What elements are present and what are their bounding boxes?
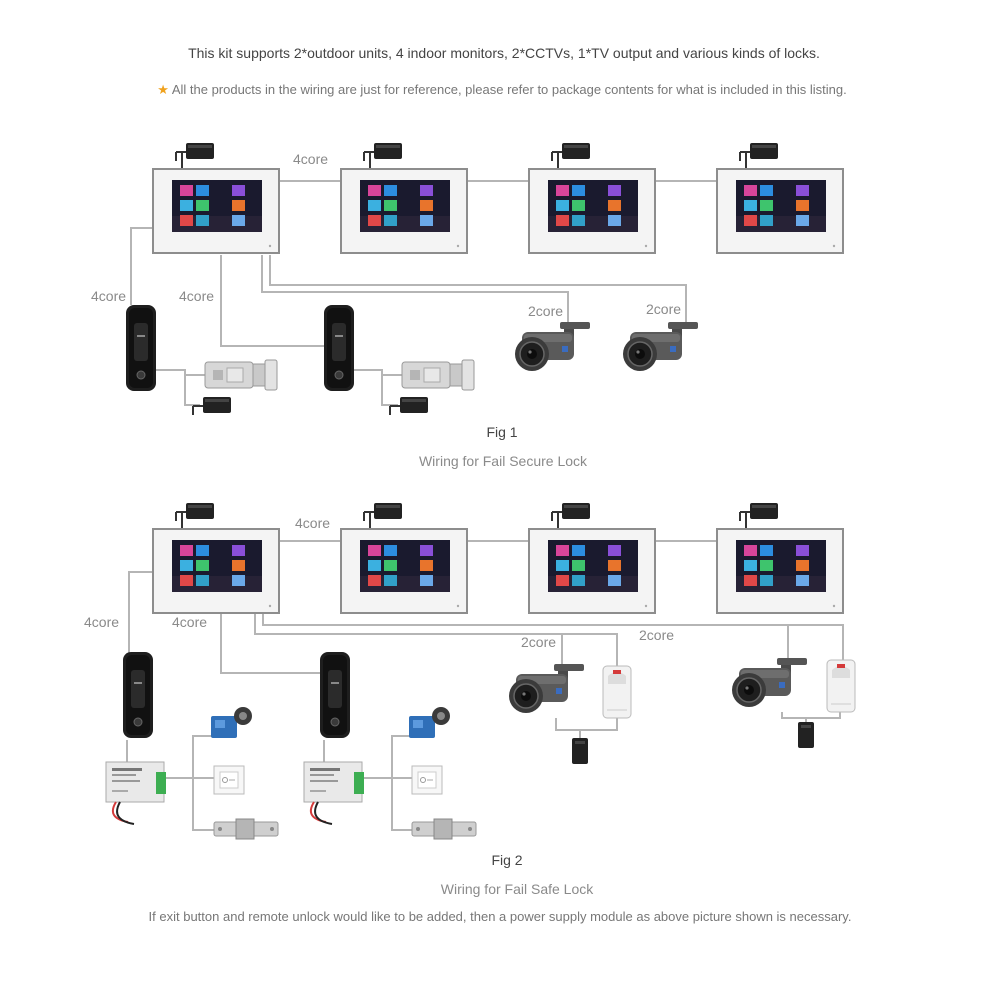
fig2-wire-camera-2 [262, 614, 844, 662]
fig2-outdoor-unit-2-door-station-icon [320, 652, 350, 738]
fig1-outdoor-unit-1-door-station-icon [126, 305, 156, 391]
fig2-camera-1-power-adapter-icon [572, 738, 588, 764]
fig1-lock-2-rim-lock-icon [401, 359, 475, 391]
reference-note-text: All the products in the wiring are just … [171, 82, 847, 97]
fig1-monitor-2-monitor-icon [340, 168, 468, 254]
fig2-power-supply-1-power-supply-module-icon [105, 761, 166, 825]
fig2-monitor-4-power-adapter-icon [739, 503, 778, 521]
fig1-monitor-4-power-adapter-icon [739, 143, 778, 161]
fig2-monitor-1-power-adapter-icon [175, 503, 214, 521]
fig2-outdoor-unit-1-door-station-icon [123, 652, 153, 738]
fig2-wire-label-door-1: 4core [84, 614, 120, 630]
fig2-camera-2-power-adapter-icon [798, 722, 814, 748]
fig1-wire-lock-2 [352, 369, 402, 376]
fig1-monitor-1-power-adapter-icon [175, 143, 214, 161]
fig2-wire-door-1 [128, 571, 152, 655]
fig2-remote-1-remote-control-icon [211, 707, 252, 738]
footer-note: If exit button and remote unlock would l… [148, 909, 852, 924]
fig2-monitor-2-monitor-icon [340, 528, 468, 614]
kit-description: This kit supports 2*outdoor units, 4 ind… [188, 45, 820, 61]
fig2-exit-button-2-exit-button-icon [411, 765, 443, 795]
fig1-wire-label-camera-2: 2core [646, 301, 682, 317]
fig2-wire-pir-1 [562, 633, 618, 668]
fig1-lock-1-rim-lock-icon [204, 359, 278, 391]
fig2-wire-camera-pir-2-join [781, 712, 841, 719]
fig1-wire-camera-2 [269, 255, 687, 324]
fig1-wire-camera-1 [261, 255, 569, 326]
fig2-wire-label-camera-1: 2core [521, 634, 557, 650]
fig1-monitor-4-monitor-icon [716, 168, 844, 254]
fig2-wire-label-door-2: 4core [172, 614, 208, 630]
fig2-wire-label-camera-2: 2core [639, 627, 675, 643]
reference-note: ★ All the products in the wiring are jus… [157, 82, 846, 98]
fig2-remote-2-remote-control-icon [409, 707, 450, 738]
fig1-wire-door-2 [220, 255, 325, 347]
fig1-camera-1-cctv-camera-icon [515, 322, 590, 371]
fig1-outdoor-unit-2-door-station-icon [324, 305, 354, 391]
fig1-wire-label-camera-1: 2core [528, 303, 564, 319]
fig2-pir-1-pir-sensor-icon [602, 665, 632, 719]
fig2-wire-psu-remote-1 [166, 735, 214, 779]
fig1-wire-label-door-2: 4core [179, 288, 215, 304]
fig1-wire-door-1 [130, 227, 152, 305]
fig2-monitor-1-monitor-icon [152, 528, 280, 614]
star-icon: ★ [157, 82, 169, 97]
fig2-wire-psu-strike-1 [192, 778, 214, 831]
fig1-lock-2-power-adapter-icon [389, 397, 428, 415]
fig1-monitor-2-power-adapter-icon [363, 143, 402, 161]
fig1-monitor-1-monitor-icon [152, 168, 280, 254]
fig2-wire-psu-remote-2 [363, 735, 412, 779]
fig2-pir-2-pir-sensor-icon [826, 659, 856, 713]
fig1-lock-1-power-adapter-icon [192, 397, 231, 415]
fig1-caption: Wiring for Fail Secure Lock [418, 453, 588, 469]
fig2-power-supply-2-power-supply-module-icon [303, 761, 364, 825]
fig1-camera-2-cctv-camera-icon [623, 322, 698, 371]
fig2-monitor-2-power-adapter-icon [363, 503, 402, 521]
fig2-wire-camera-1 [254, 614, 563, 668]
fig2-wire-camera-pir-1-join [555, 718, 618, 731]
fig2-monitor-4-monitor-icon [716, 528, 844, 614]
fig2-wire-label-monitor-chain: 4core [295, 515, 331, 531]
fig2-camera-1-cctv-camera-icon [509, 664, 584, 713]
fig2-exit-button-1-exit-button-icon [213, 765, 245, 795]
fig2-wire-psu-strike-2 [391, 778, 412, 831]
fig1-monitor-3-monitor-icon [528, 168, 656, 254]
fig2-monitor-3-power-adapter-icon [551, 503, 590, 521]
fig2-caption: Wiring for Fail Safe Lock [440, 881, 594, 897]
fig1-wire-label-monitor-chain: 4core [293, 151, 329, 167]
fig1-wire-label-door-1: 4core [91, 288, 127, 304]
fig2-title: Fig 2 [491, 852, 523, 868]
fig1-title: Fig 1 [486, 424, 518, 440]
fig2-wire-door-2 [220, 614, 322, 674]
fig2-strike-1-electric-strike-icon [213, 818, 279, 840]
fig2-monitor-3-monitor-icon [528, 528, 656, 614]
fig1-monitor-3-power-adapter-icon [551, 143, 590, 161]
fig2-strike-2-electric-strike-icon [411, 818, 477, 840]
fig2-camera-2-cctv-camera-icon [732, 658, 807, 707]
fig1-wire-lock-1 [155, 369, 205, 376]
